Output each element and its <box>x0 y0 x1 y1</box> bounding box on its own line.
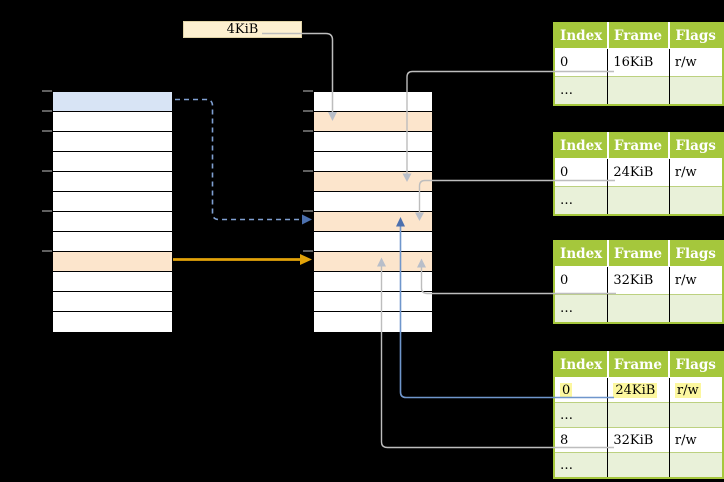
cell-flags <box>669 452 723 478</box>
column-header-flags: Flags <box>669 352 723 378</box>
cell-frame <box>607 452 670 478</box>
memory-cell <box>53 192 172 212</box>
table-row: 0 32KiB r/w <box>554 266 723 295</box>
memory-cell <box>314 272 432 292</box>
memory-cell-orange <box>53 252 172 272</box>
column-header-flags: Flags <box>669 133 723 159</box>
cell-frame: 24KiB <box>607 377 670 403</box>
column-header-frame: Frame <box>607 23 671 49</box>
column-header-index: Index <box>554 133 609 159</box>
column-header-frame: Frame <box>607 241 671 267</box>
cell-flags: r/w <box>669 427 723 453</box>
cell-index: 0 <box>554 266 609 295</box>
page-table-4: Index Frame Flags 0 24KiB r/w … 8 32KiB … <box>553 351 724 479</box>
cell-flags: r/w <box>669 377 723 403</box>
cell-index: 0 <box>554 377 609 403</box>
table-row: 0 16KiB r/w <box>554 48 723 77</box>
table-row: 0 24KiB r/w <box>554 158 723 187</box>
cell-index: … <box>554 452 609 478</box>
memory-cell <box>314 132 432 152</box>
cell-frame: 16KiB <box>607 48 670 77</box>
table-row-ellipsis: … <box>554 76 723 105</box>
memory-cell <box>53 132 172 152</box>
column-header-frame: Frame <box>607 133 671 159</box>
memory-cell <box>53 232 172 252</box>
tick-marks-left-column <box>42 90 52 252</box>
cell-index: … <box>554 186 609 215</box>
cell-index: … <box>554 294 609 323</box>
cell-index: … <box>554 402 609 428</box>
memory-cell <box>53 292 172 312</box>
cell-frame: 32KiB <box>607 266 670 295</box>
cell-frame <box>607 402 670 428</box>
memory-cell-orange <box>314 212 432 232</box>
table-header-row: Index Frame Flags <box>554 241 723 267</box>
cell-frame <box>607 294 670 323</box>
table-header-row: Index Frame Flags <box>554 133 723 159</box>
arrow-virtual-orange <box>173 254 312 265</box>
cell-flags <box>669 76 723 105</box>
column-header-index: Index <box>554 23 609 49</box>
memory-cell <box>53 272 172 292</box>
memory-cell <box>314 152 432 172</box>
highlighted-value: 0 <box>560 382 573 398</box>
table-row: 8 32KiB r/w <box>554 427 723 453</box>
cell-frame <box>607 76 670 105</box>
table-header-row: Index Frame Flags <box>554 352 723 378</box>
memory-cell <box>314 232 432 252</box>
cell-frame: 32KiB <box>607 427 670 453</box>
cell-flags <box>669 402 723 428</box>
highlighted-value: 24KiB <box>613 382 658 398</box>
table-row-highlighted: 0 24KiB r/w <box>554 377 723 403</box>
cell-index: 0 <box>554 158 609 187</box>
memory-cell <box>314 292 432 312</box>
memory-cell-blue <box>53 92 172 112</box>
memory-cell-orange <box>314 252 432 272</box>
cell-frame: 24KiB <box>607 158 670 187</box>
memory-cell <box>53 212 172 232</box>
memory-cell <box>314 92 432 112</box>
cell-flags <box>669 186 723 215</box>
cell-flags: r/w <box>669 266 723 295</box>
physical-memory-column <box>313 91 433 333</box>
table-header-row: Index Frame Flags <box>554 23 723 49</box>
page-table-1: Index Frame Flags 0 16KiB r/w … <box>553 22 724 106</box>
memory-cell <box>53 172 172 192</box>
column-header-index: Index <box>554 352 609 378</box>
cell-flags: r/w <box>669 48 723 77</box>
cell-index: 8 <box>554 427 609 453</box>
virtual-memory-column <box>52 91 173 333</box>
column-header-index: Index <box>554 241 609 267</box>
cell-index: 0 <box>554 48 609 77</box>
memory-cell-orange <box>314 112 432 132</box>
column-header-flags: Flags <box>669 23 723 49</box>
table-row-ellipsis: … <box>554 186 723 215</box>
memory-cell <box>314 192 432 212</box>
page-table-3: Index Frame Flags 0 32KiB r/w … <box>553 240 724 324</box>
memory-cell <box>53 152 172 172</box>
memory-cell <box>53 112 172 132</box>
memory-cell-orange <box>314 172 432 192</box>
memory-cell <box>53 312 172 332</box>
memory-cell <box>314 312 432 332</box>
arrow-virtual-blue-dashed <box>175 98 312 225</box>
cell-flags <box>669 294 723 323</box>
cell-index: … <box>554 76 609 105</box>
column-header-flags: Flags <box>669 241 723 267</box>
table-row-ellipsis: … <box>554 452 723 478</box>
tick-marks-middle-column <box>303 90 313 252</box>
cell-flags: r/w <box>669 158 723 187</box>
page-table-2: Index Frame Flags 0 24KiB r/w … <box>553 132 724 216</box>
table-row-ellipsis: … <box>554 402 723 428</box>
cell-frame <box>607 186 670 215</box>
page-size-label: 4KiB <box>183 21 302 38</box>
column-header-frame: Frame <box>607 352 671 378</box>
table-row-ellipsis: … <box>554 294 723 323</box>
highlighted-value: r/w <box>674 382 701 398</box>
